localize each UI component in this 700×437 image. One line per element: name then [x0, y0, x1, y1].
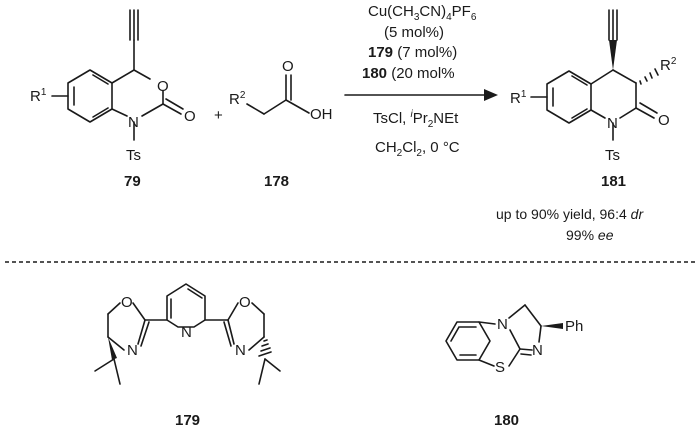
condition-cocatalyst: 180 (20 mol%	[362, 65, 455, 82]
result-ee: 99% ee	[566, 227, 614, 243]
c181-hash-bond	[639, 68, 659, 85]
c181-r2: R2	[660, 56, 677, 74]
c79-r1: R1	[30, 87, 47, 105]
condition-catalyst-loading: (5 mol%)	[384, 24, 444, 41]
c79-o-ring: O	[157, 78, 169, 95]
compound-179-structure: O N N O N	[94, 283, 281, 385]
c181-wedge-bond	[609, 40, 617, 70]
compound-79-label: 79	[124, 173, 141, 190]
c179-o-right: O	[239, 294, 251, 311]
c180-n-bridge: N	[497, 316, 508, 333]
compound-79-structure: O O N Ts R1	[30, 9, 196, 164]
c178-o: O	[282, 58, 294, 75]
c181-r1: R1	[510, 89, 527, 107]
reaction-conditions: Cu(CH3CN)4PF6 (5 mol%) 179 (7 mol%) 180 …	[344, 3, 498, 159]
c181-o: O	[658, 112, 670, 129]
c180-ph: Ph	[565, 318, 583, 335]
condition-ligand: 179 (7 mol%)	[368, 44, 457, 61]
c179-n-right: N	[235, 342, 246, 359]
result-yield-dr: up to 90% yield, 96:4 dr	[496, 206, 644, 222]
c178-oh: OH	[310, 106, 333, 123]
reaction-arrow-head	[484, 89, 498, 101]
c181-ts: Ts	[605, 147, 620, 164]
compound-178-label: 178	[264, 173, 289, 190]
c79-o-carbonyl: O	[184, 108, 196, 125]
condition-solvent: CH2Cl2, 0 °C	[375, 139, 460, 159]
c179-n-left: N	[127, 342, 138, 359]
compound-181-label: 181	[601, 173, 626, 190]
c79-n: N	[128, 114, 139, 131]
c179-hash-bond	[258, 339, 272, 357]
compound-179-label: 179	[175, 412, 200, 429]
condition-catalyst: Cu(CH3CN)4PF6	[368, 3, 477, 23]
compound-180-label: 180	[494, 412, 519, 429]
plus-sign: +	[214, 107, 223, 124]
c180-s: S	[495, 359, 505, 376]
compound-180-structure: N N S Ph	[445, 304, 583, 376]
c181-n: N	[607, 115, 618, 132]
c179-n-pyridine: N	[181, 324, 192, 341]
c79-ts: Ts	[126, 147, 141, 164]
c178-r2: R2	[229, 90, 246, 108]
c180-n-imine: N	[532, 342, 543, 359]
condition-reagents: TsCl, iPr2NEt	[373, 109, 459, 130]
c179-o-left: O	[121, 294, 133, 311]
compound-181-structure: O N Ts R1 R2	[510, 9, 677, 164]
compound-178-structure: O OH R2	[229, 58, 333, 123]
